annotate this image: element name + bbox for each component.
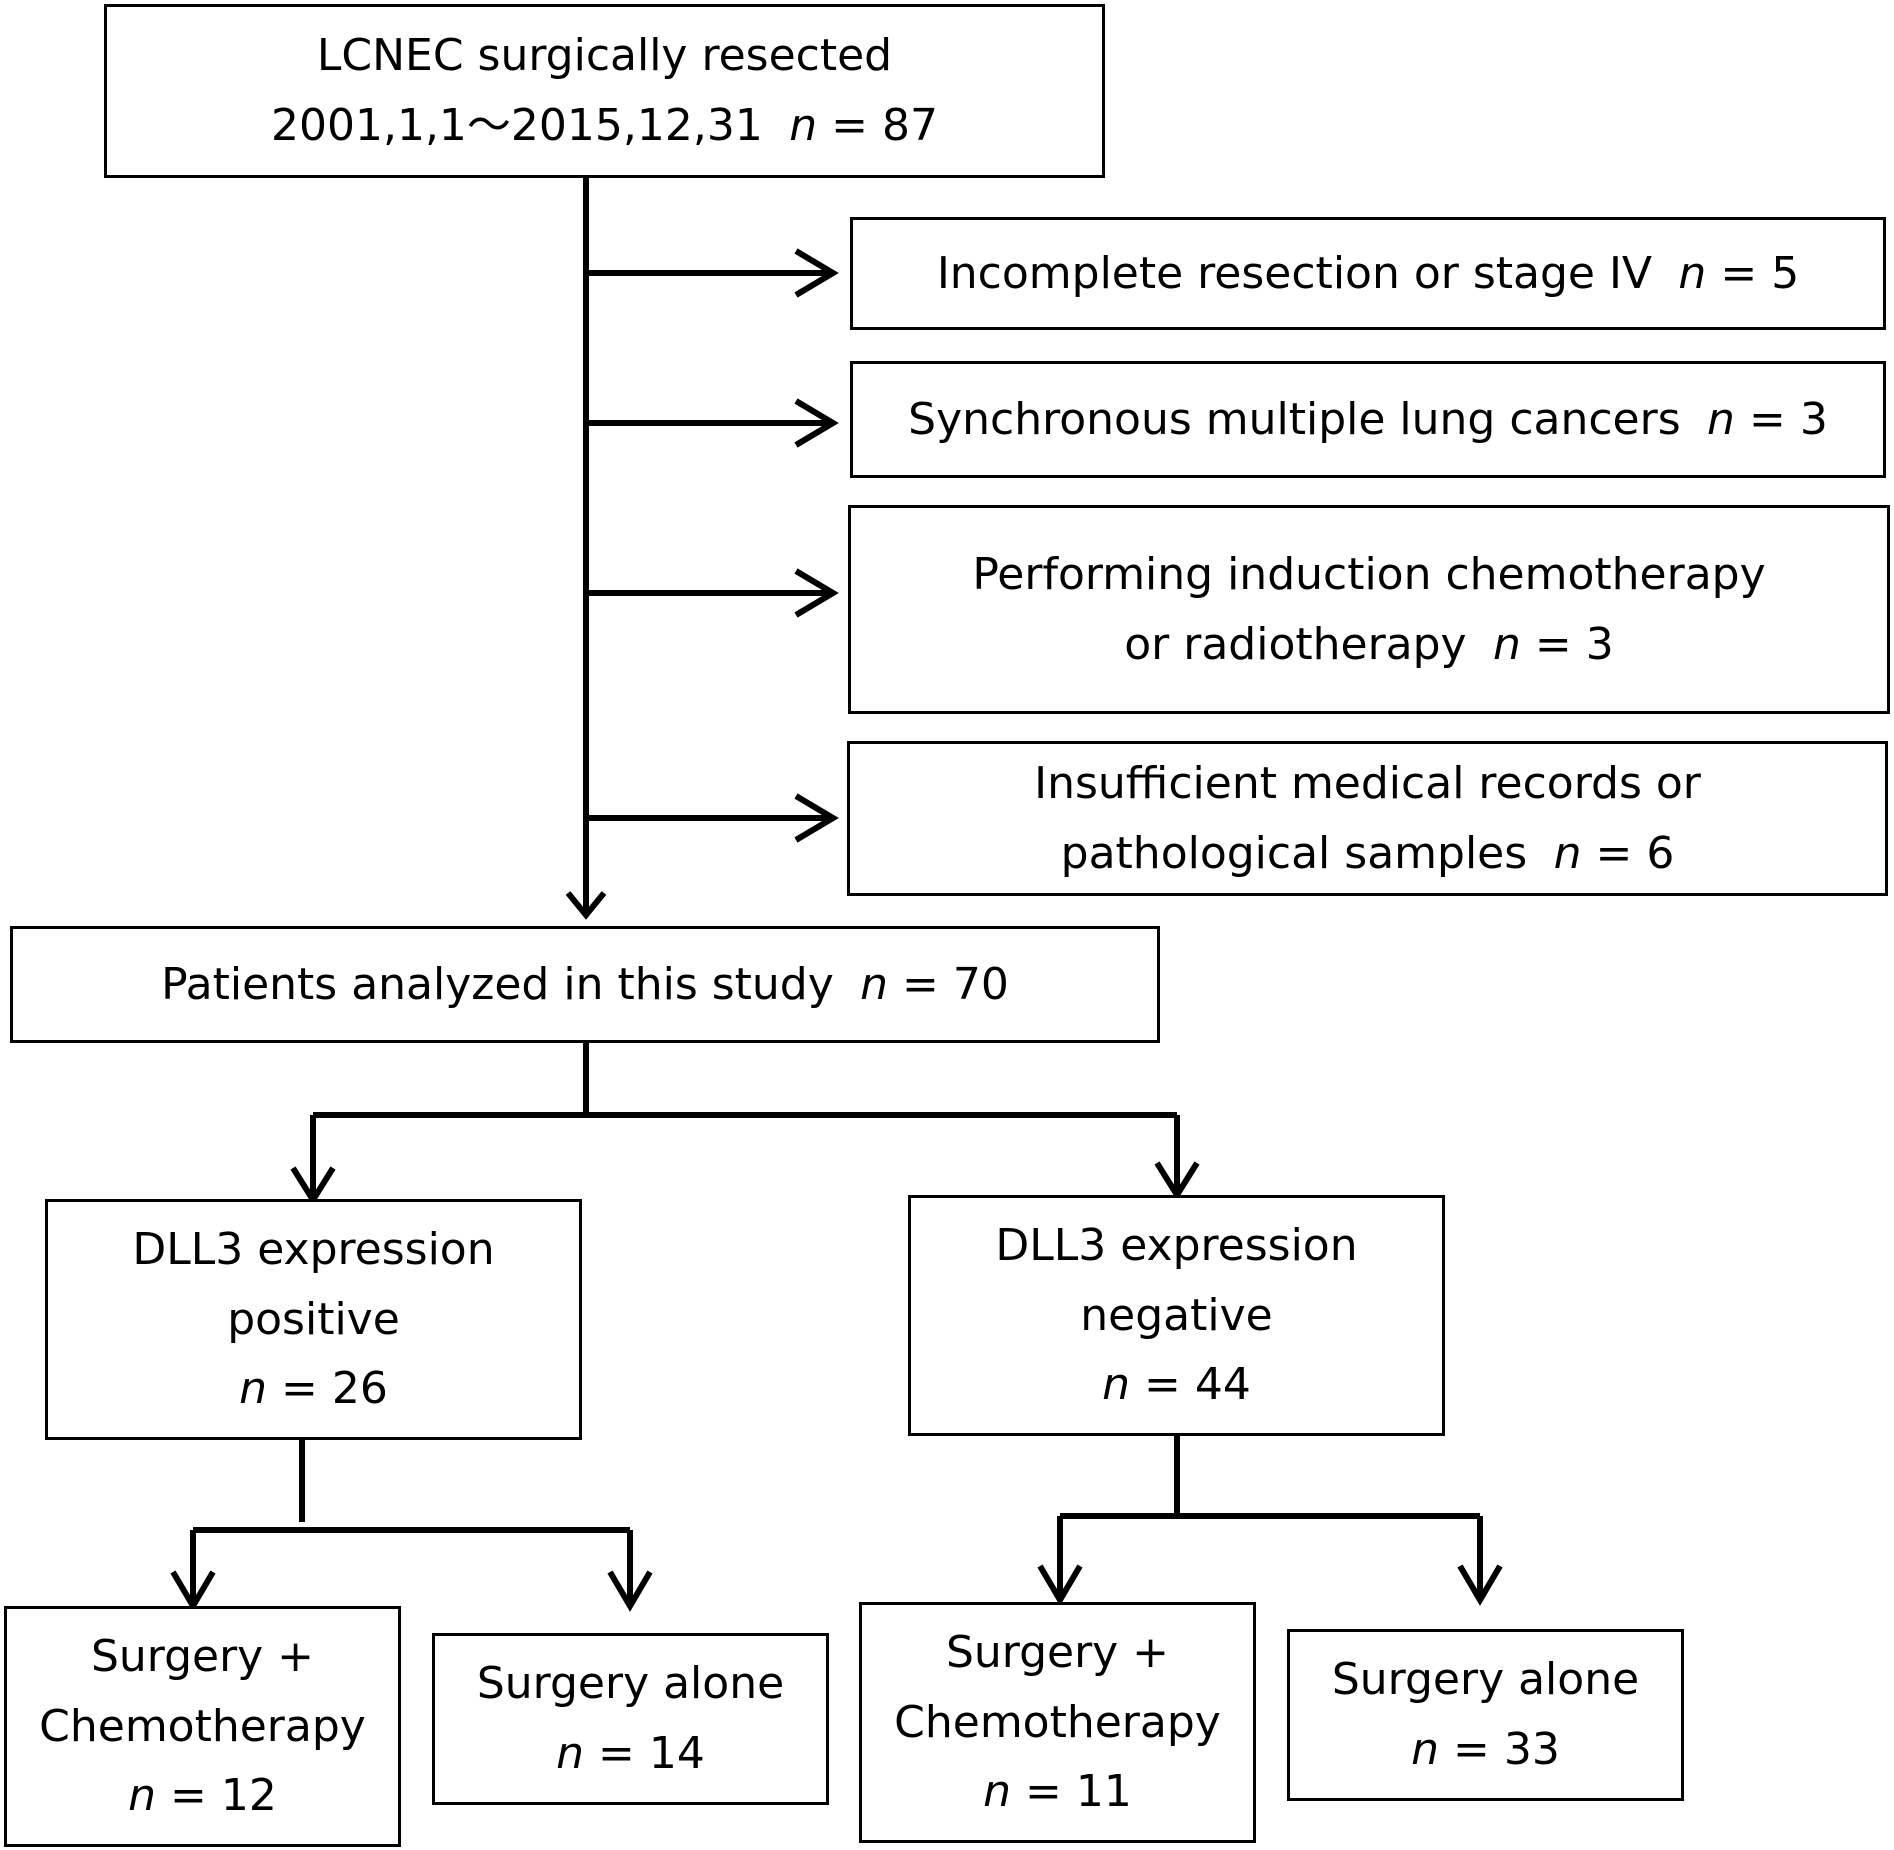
exclusion-count-3: 3 [1585, 618, 1614, 670]
analyzed-count: 70 [952, 958, 1009, 1010]
start-box: LCNEC surgically resected 2001,1,1～2015,… [104, 4, 1105, 178]
arrow-head-analyzed [565, 891, 607, 920]
dll3-positive-box: DLL3 expression positive n = 26 [45, 1199, 582, 1440]
exclusion-box-4: Insufficient medical records or patholog… [847, 741, 1888, 896]
neg-chemo-count: 11 [1075, 1766, 1132, 1818]
neg-chemo-box: Surgery + Chemotherapy n = 11 [859, 1602, 1256, 1843]
start-date-range: 2001,1,1～2015,12,31 [270, 100, 763, 151]
exclusion-box-3: Performing induction chemotherapy or rad… [848, 505, 1890, 714]
pos-chemo-count: 12 [220, 1770, 277, 1822]
pos-chemo-box: Surgery + Chemotherapy n = 12 [4, 1606, 401, 1847]
pos-alone-count: 14 [648, 1728, 705, 1779]
exclusion-count-2: 3 [1799, 393, 1828, 445]
start-count: 87 [882, 100, 939, 151]
start-title: LCNEC surgically resected [316, 30, 893, 82]
neg-alone-box: Surgery alone n = 33 [1287, 1629, 1684, 1801]
positive-count: 26 [331, 1363, 388, 1415]
exclusion-count-1: 5 [1771, 247, 1800, 299]
dll3-negative-box: DLL3 expression negative n = 44 [908, 1195, 1445, 1436]
exclusion-count-4: 6 [1646, 827, 1675, 879]
pos-alone-box: Surgery alone n = 14 [432, 1633, 829, 1805]
negative-count: 44 [1194, 1359, 1251, 1411]
neg-alone-count: 33 [1503, 1724, 1560, 1775]
